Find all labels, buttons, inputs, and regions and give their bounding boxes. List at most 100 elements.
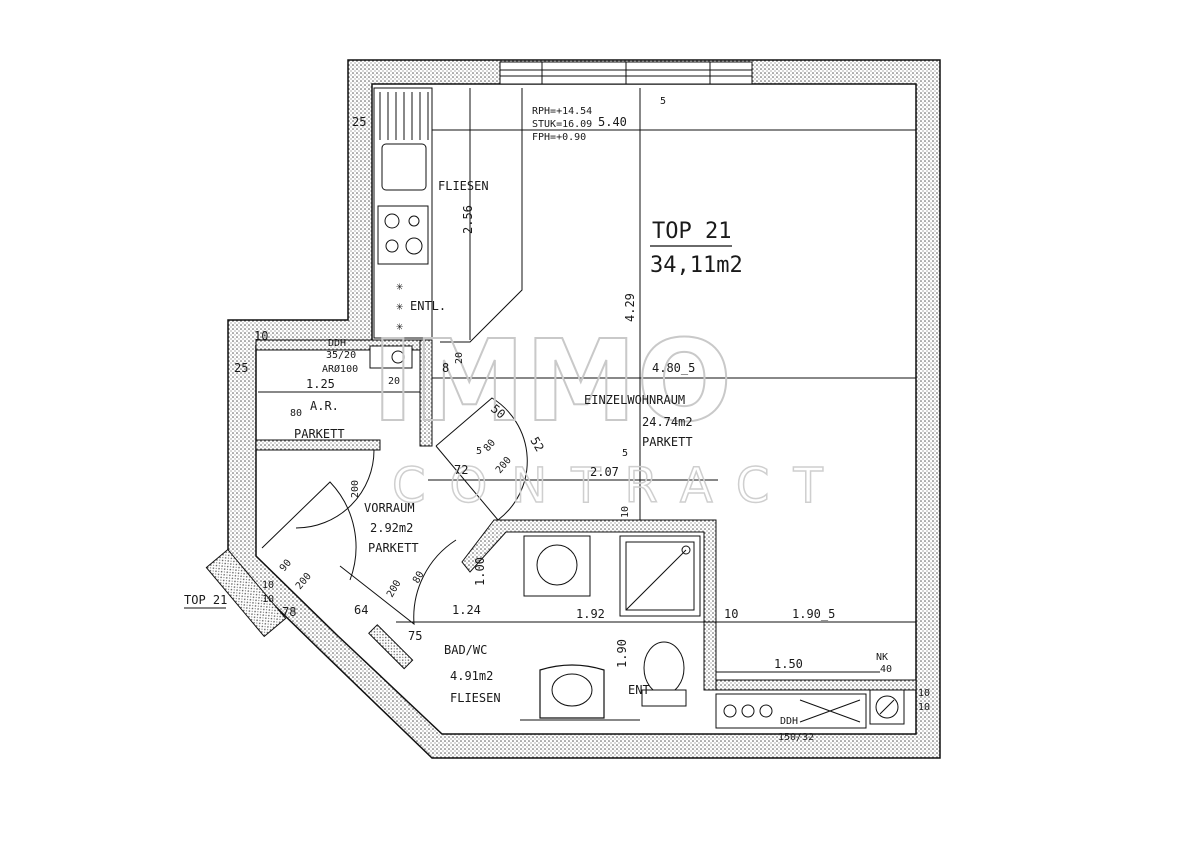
dim-label: 52 [527,435,546,455]
bath-floor: FLIESEN [450,691,501,705]
door-ar [295,449,375,529]
wall-ar-right [419,339,433,447]
kitchen-tiles [379,92,429,140]
dim-label: 1.50 [774,657,803,671]
stove-burner-1 [384,213,400,229]
doors [261,397,528,626]
dim-label: 10 [918,702,930,713]
ddh-box [369,345,413,369]
wall-bath [461,519,717,691]
hall-area: 2.92m2 [370,521,413,535]
labels: TOP 21 34,11m2 TOP 21 RPH=+14.54 STUK=16… [184,96,930,743]
dim-label: 90 [278,558,294,574]
ar-name: A.R. [310,399,339,413]
hall-floor: PARKETT [368,541,419,555]
asterisk-icon: ✳ [396,319,403,333]
dim-label: 4.29 [623,293,637,322]
note-kitchen-ddh: DDH [780,716,798,727]
watermark: IMMO CONTRACT [371,316,847,515]
bath-washer [523,535,591,597]
dim-label: 78 [282,605,296,619]
washbasin [539,664,605,719]
height-rph: RPH=+14.54 [532,106,592,117]
note-vent-bath: ENT [628,683,650,697]
walls [205,59,941,759]
toilet [643,641,685,695]
note-kitchen-ddh-size: 150/32 [778,732,814,743]
dim-label: 5.40 [598,115,627,129]
dim-label: 1.92 [576,607,605,621]
ar-floor: PARKETT [294,427,345,441]
stove-burner-3 [385,239,399,253]
stove-burner-2 [408,215,420,227]
dim-label: 10 [724,607,738,621]
dim-label: 40 [880,664,892,675]
stove-burner-4 [405,237,423,255]
dim-label: 8 [442,361,449,375]
apartment-area: 34,11m2 [650,253,743,278]
dim-label: 10 [918,688,930,699]
bath-name: BAD/WC [444,643,487,657]
wall-entrance [205,548,287,638]
dimension-lines [258,88,916,673]
living-area: 24.74m2 [642,415,693,429]
dim-label: 10 [262,594,274,605]
dim-label: 75 [408,629,422,643]
bath-area: 4.91m2 [450,669,493,683]
kitchen-sink [381,143,427,191]
boiler-icon [875,695,899,719]
kitchen-boundary [440,88,523,343]
asterisk-icon: ✳ [396,299,403,313]
dim-label: 64 [354,603,368,617]
dim-label: 10 [254,329,268,343]
door-entrance [261,481,357,581]
wall-ar-bottom [255,439,381,451]
dim-label: 25 [234,361,248,375]
hall-name: VORRAUM [364,501,415,515]
dim-label: 200 [350,480,361,498]
asterisk-icon: ✳ [396,279,403,293]
shower-drain-icon [681,545,691,555]
door-bath [339,539,457,626]
note-nk: NK [876,652,888,663]
entrance-label: TOP 21 [184,593,227,607]
window-top [499,61,753,85]
dim-label: 1.90 [615,639,629,668]
kitchen: ✳ ✳ ✳ [373,87,916,343]
dim-label: 25 [352,115,366,129]
dim-label: 20 [388,376,400,387]
washer-drum [536,544,578,586]
bathroom [520,535,701,721]
kitchen-floor: FLIESEN [438,179,489,193]
living-name: EINZELWOHNRAUM [584,393,685,407]
dim-label: 1.90_5 [792,607,835,621]
dim-label: 200 [294,571,314,592]
height-stuk: STUK=16.09 [532,119,592,130]
height-fph: FPH=+0.90 [532,132,586,143]
dim-label: 10 [262,580,274,591]
dim-label: 5 [660,96,666,107]
dim-label: 10 [620,506,631,518]
kitchen-stove [377,205,429,265]
note-ddh-size: 35/20 [326,350,356,361]
dim-label: 5 [476,446,482,457]
dim-label: 1.25 [306,377,335,391]
note-ddh: DDH [328,338,346,349]
dim-label: 20 [454,352,465,364]
note-ar-diam: ARØ100 [322,363,358,375]
wall-bath-left [368,624,414,670]
door-living [435,397,528,521]
dim-label: 80 [290,408,302,419]
dim-label: 200 [385,578,404,599]
dim-label: 4.80_5 [652,361,695,375]
living-floor: PARKETT [642,435,693,449]
dim-label: 2.07 [590,465,619,479]
note-vent-kitchen: ENTL. [410,299,446,313]
watermark-sub: CONTRACT [392,458,847,514]
kitchenette [715,689,905,729]
dim-label: 1.24 [452,603,481,617]
wall-kitchenette [715,679,917,691]
dim-label: 80 [411,570,427,586]
dim-label: 5 [622,448,628,459]
